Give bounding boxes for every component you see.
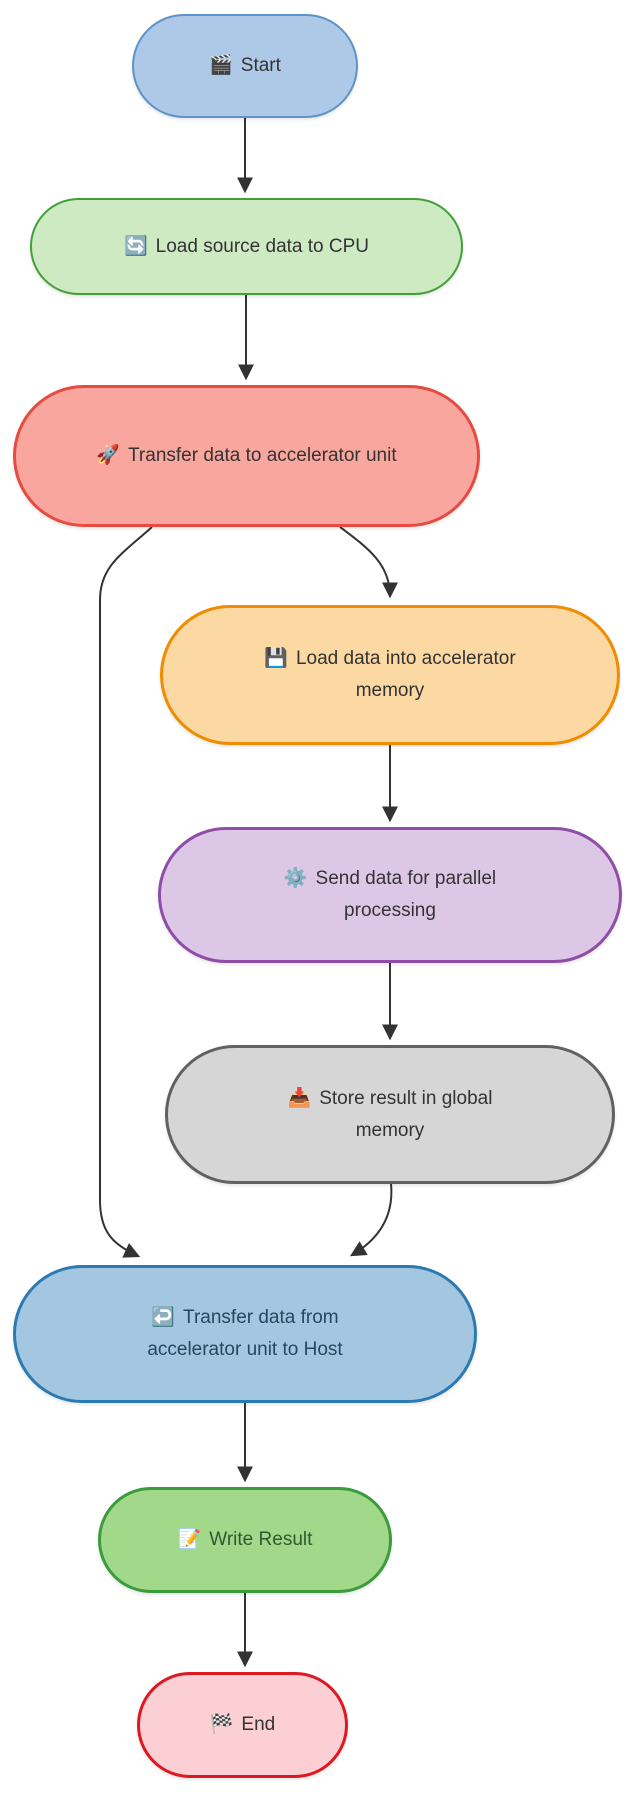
- node-store-global-memory: 📥 Store result in global memory: [165, 1045, 615, 1184]
- node-transfer-to-accelerator-label: Transfer data to accelerator unit: [128, 445, 397, 466]
- node-parallel-processing: ⚙️ Send data for parallel processing: [158, 827, 622, 963]
- node-load-accelerator-memory-label: Load data into accelerator memory: [295, 648, 516, 701]
- node-end: 🏁 End: [137, 1672, 348, 1778]
- node-start: 🎬 Start: [132, 14, 358, 118]
- node-parallel-processing-label: Send data for parallel processing: [315, 868, 497, 921]
- node-end-label: End: [241, 1714, 276, 1735]
- node-load-accelerator-memory: 💾 Load data into accelerator memory: [160, 605, 620, 745]
- inbox-tray-icon: 📥: [287, 1087, 312, 1109]
- node-store-global-memory-label: Store result in global memory: [319, 1087, 493, 1141]
- return-arrow-icon: ↩️: [151, 1307, 176, 1328]
- edge-transfer-accel-to-host-bypass: [99, 526, 153, 1258]
- node-transfer-to-host-label: Transfer data from accelerator unit to H…: [147, 1307, 343, 1360]
- node-load-source-data-label: Load source data to CPU: [155, 235, 370, 257]
- counterclockwise-arrows-icon: 🔄: [123, 235, 148, 257]
- chequered-flag-icon: 🏁: [209, 1714, 234, 1735]
- gear-icon: ⚙️: [283, 868, 308, 889]
- edge-transfer-accel-to-accel-mem: [339, 526, 398, 599]
- rocket-icon: 🚀: [96, 445, 121, 466]
- node-write-result: 📝 Write Result: [98, 1487, 392, 1593]
- memo-icon: 📝: [177, 1529, 202, 1550]
- node-transfer-to-host: ↩️Transfer data from accelerator unit to…: [13, 1265, 477, 1403]
- floppy-disk-icon: 💾: [264, 648, 288, 669]
- node-start-label: Start: [240, 55, 281, 76]
- node-transfer-to-accelerator: 🚀 Transfer data to accelerator unit: [13, 385, 480, 527]
- edge-store-global-to-host: [349, 1183, 393, 1257]
- node-write-result-label: Write Result: [209, 1529, 313, 1550]
- clapper-board-icon: 🎬: [209, 55, 233, 76]
- node-load-source-data: 🔄 Load source data to CPU: [30, 198, 463, 295]
